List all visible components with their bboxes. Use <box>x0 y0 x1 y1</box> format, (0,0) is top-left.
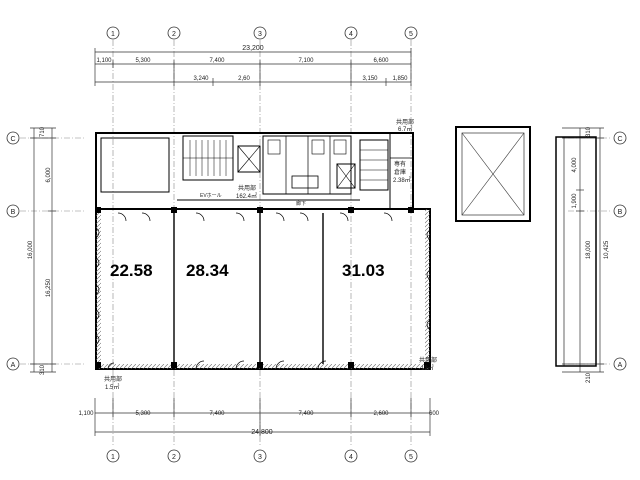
dimension-lines-left <box>30 127 56 373</box>
bubble-A: A <box>11 362 16 369</box>
grid-lines <box>112 40 412 445</box>
dim-bottom-4: 7,400 <box>298 411 314 417</box>
bubble-B: B <box>11 209 16 216</box>
bubble-B-right: B <box>618 209 623 216</box>
elevator-hall-label: EVホール <box>200 193 222 199</box>
bubble-3-bottom: 3 <box>258 454 262 461</box>
bubble-C-right: C <box>617 136 622 143</box>
bubble-A-right: A <box>618 362 623 369</box>
bubble-4-bottom: 4 <box>349 454 353 461</box>
dim-top-7: 2,60 <box>238 76 250 82</box>
dim-left-top: 710 <box>40 126 46 137</box>
dimension-lines-bottom <box>94 398 431 436</box>
dim-top-4: 7,100 <box>298 58 314 64</box>
dim-right-bottom: 210 <box>586 372 592 383</box>
dim-top-3: 7,400 <box>209 58 225 64</box>
bottom-left-area: 1.5㎡ <box>105 383 119 391</box>
bubble-C: C <box>10 136 15 143</box>
dim-bottom-5: 2,600 <box>373 411 389 417</box>
bubble-1: 1 <box>111 31 115 38</box>
dim-top-1: 1,100 <box>96 58 112 64</box>
grid-bubbles-top: 1 2 3 4 5 <box>106 26 418 40</box>
dim-left-1: 6,000 <box>46 167 52 183</box>
unit-area-3: 31.03 <box>342 261 385 280</box>
dim-right-top: 310 <box>586 126 592 137</box>
dim-bottom-6: 600 <box>429 411 440 417</box>
dim-bottom-2: 5,300 <box>135 411 151 417</box>
unit-partitions <box>173 213 324 364</box>
dim-right-2: 1,900 <box>572 193 578 209</box>
dedicated-label-2: 倉庫 <box>394 168 406 176</box>
kyoyo-area: 162.4㎡ <box>236 192 257 200</box>
dim-left-2: 16,250 <box>46 278 52 297</box>
dim-top-6: 3,240 <box>193 76 209 82</box>
dedicated-label: 専有 <box>394 160 406 168</box>
dim-right-total: 18,000 <box>586 240 592 259</box>
dim-bottom-total: 24,800 <box>251 429 273 436</box>
dim-bottom-3: 7,400 <box>209 411 225 417</box>
dim-top-8: 3,150 <box>362 76 378 82</box>
dedicated-area: 2.38㎡ <box>393 176 411 184</box>
dimension-lines-top <box>94 48 412 86</box>
window-marks <box>95 227 431 346</box>
dim-left-bottom: 310 <box>40 364 46 375</box>
grid-bubbles-side: C B A C B A <box>6 131 627 371</box>
bubble-4: 4 <box>349 31 353 38</box>
bubble-1-bottom: 1 <box>111 454 115 461</box>
door-swings <box>107 212 393 370</box>
dim-top-5: 6,600 <box>373 58 389 64</box>
top-right-area: 6.7㎡ <box>398 125 412 133</box>
dim-top-2: 5,300 <box>135 58 151 64</box>
bottom-right-area: 12㎡ <box>421 364 434 372</box>
bubble-5-bottom: 5 <box>409 454 413 461</box>
kyoyo-label: 共用部 <box>238 184 256 192</box>
bubble-2-bottom: 2 <box>172 454 176 461</box>
dim-top-total: 23,200 <box>242 45 264 52</box>
dim-left-total: 16,000 <box>28 240 34 259</box>
unit-area-1: 22.58 <box>110 261 153 280</box>
bubble-2: 2 <box>172 31 176 38</box>
dimension-lines-right <box>562 127 604 373</box>
unit-area-2: 28.34 <box>186 261 229 280</box>
top-right-label: 共用部 <box>396 118 414 126</box>
right-elevation <box>555 136 597 367</box>
roof-plan <box>455 126 531 222</box>
bubble-5: 5 <box>409 31 413 38</box>
corridor-label: 廊下 <box>296 200 306 207</box>
dim-bottom-1: 1,100 <box>78 411 94 417</box>
service-core <box>100 132 414 210</box>
bottom-right-label: 共用部 <box>419 356 437 364</box>
dim-top-9: 1,850 <box>392 76 408 82</box>
dim-right-total2: 10,425 <box>604 240 610 259</box>
dim-right-1: 4,000 <box>572 157 578 173</box>
bottom-left-label: 共用部 <box>104 375 122 383</box>
bubble-3: 3 <box>258 31 262 38</box>
grid-bubbles-bottom: 1 2 3 4 5 <box>106 449 418 463</box>
